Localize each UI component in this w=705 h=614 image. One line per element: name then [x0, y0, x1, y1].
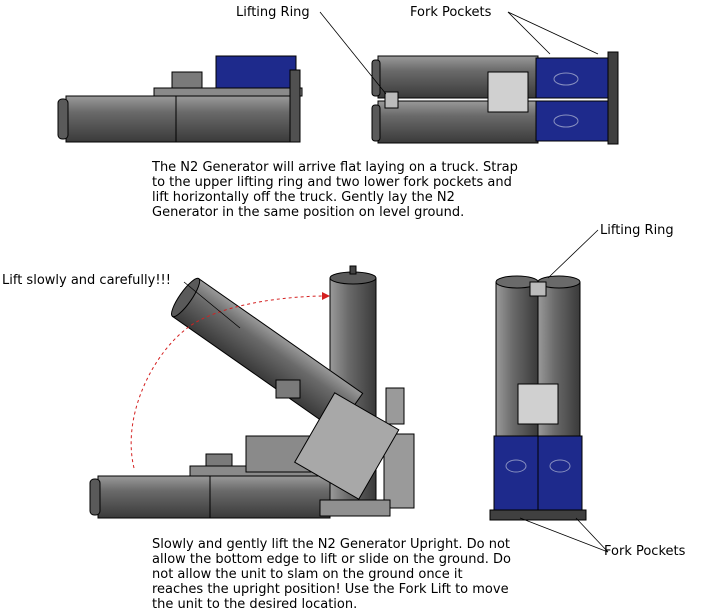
fork-pockets-label-bottom: Fork Pockets [604, 544, 686, 559]
step1-instructions: The N2 Generator will arrive flat laying… [152, 160, 518, 220]
step2-line: the unit to the desired location. [152, 597, 358, 612]
flat-unit-side-view [57, 55, 303, 143]
lifting-ring-label-right: Lifting Ring [600, 223, 674, 238]
step2-instructions: Slowly and gently lift the N2 Generator … [152, 537, 511, 612]
step2-line: allow the bottom edge to lift or slide o… [152, 552, 511, 567]
fork-pockets-label-top: Fork Pockets [410, 5, 492, 20]
lifting-ring-label-top: Lifting Ring [236, 5, 310, 20]
lifting-progression-view [89, 265, 415, 519]
flat-unit-top-view [371, 51, 619, 145]
lift-slowly-label: Lift slowly and carefully!!! [2, 273, 171, 288]
step2-line: not allow the unit to slam on the ground… [152, 567, 463, 582]
step1-line: Generator in the same position on level … [152, 205, 465, 220]
leader-lines [183, 11, 609, 553]
lifting-arc-arrowhead [322, 292, 330, 300]
step2-line: Slowly and gently lift the N2 Generator … [152, 537, 511, 552]
step1-line: to the upper lifting ring and two lower … [152, 175, 512, 190]
step1-line: The N2 Generator will arrive flat laying… [152, 160, 518, 175]
step1-line: lift horizontally off the truck. Gently … [152, 190, 455, 205]
upright-unit-front-view [489, 275, 587, 521]
step2-line: reaches the upright position! Use the Fo… [152, 582, 509, 597]
lifting-arc-arrow [130, 295, 327, 469]
